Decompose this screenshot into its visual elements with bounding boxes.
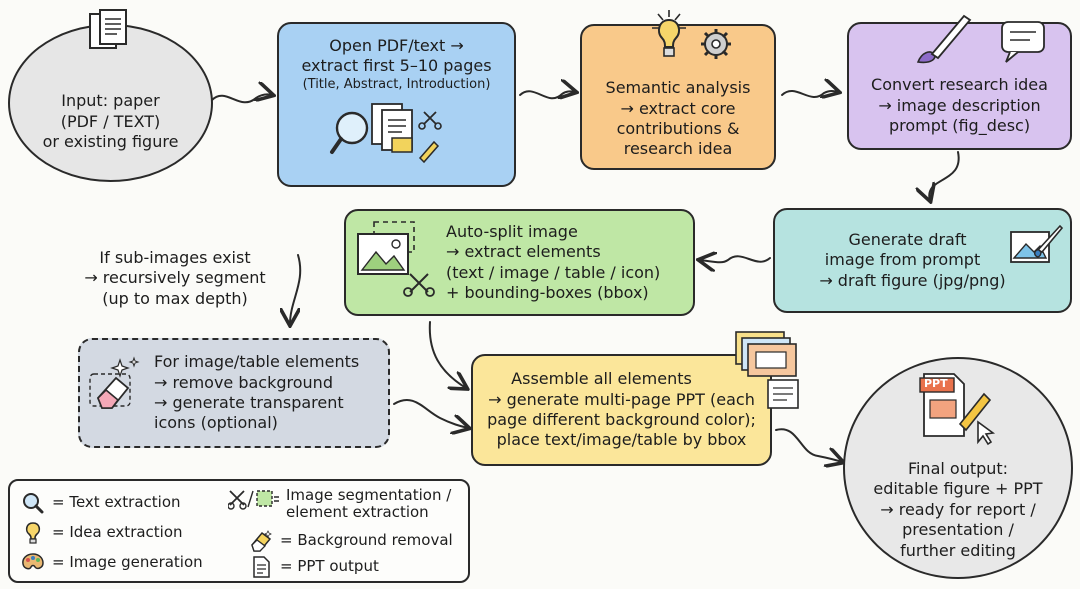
- subimages-line-2: → recursively segment: [84, 268, 266, 288]
- convert-line-1: Convert research idea: [871, 75, 1048, 95]
- brush-chat-icon: [916, 14, 1045, 64]
- arrow-generate-to-autosplit: [700, 256, 771, 262]
- assemble-line-1: Assemble all elements: [511, 369, 692, 389]
- autosplit-line-1: Auto-split image: [446, 221, 578, 241]
- magnifier-icon: [23, 493, 44, 514]
- semantic-line-4: research idea: [623, 139, 733, 159]
- input-line-1: Input: paper: [61, 91, 160, 111]
- input-line-3: or existing figure: [42, 132, 179, 152]
- removebg-line-3: → generate transparent: [154, 393, 344, 412]
- convert-line-2: → image description: [878, 95, 1041, 115]
- legend-label-segmentation-line-2: element extraction: [286, 503, 429, 522]
- legend-item-image-segmentation: Image segmentation / element extraction: [228, 486, 452, 522]
- subimages-line-1: If sub-images exist: [99, 248, 251, 267]
- magnifier-pages-icon: [330, 103, 442, 164]
- assemble-line-4: place text/image/table by bbox: [496, 430, 747, 450]
- ppt-file-icon: PPT: [918, 370, 1006, 446]
- remove-background-node: For image/table elements → remove backgr…: [78, 338, 390, 448]
- open-pdf-subtitle: (Title, Abstract, Introduction): [302, 76, 491, 92]
- picture-brush-icon: [1010, 224, 1064, 263]
- legend-label-idea-extraction: = Idea extraction: [52, 523, 183, 542]
- removebg-line-2: → remove background: [154, 372, 333, 392]
- open-pdf-line-1: Open PDF/text →: [329, 36, 464, 55]
- assemble-line-2: → generate multi-page PPT (each: [488, 389, 755, 409]
- scissors-frame-icon: [228, 490, 279, 510]
- eraser-icon: [251, 530, 272, 552]
- legend-label-text-extraction: = Text extraction: [52, 493, 181, 512]
- legend-item-background-removal: = Background removal: [248, 529, 453, 553]
- subimages-line-3: (up to max depth): [102, 288, 248, 308]
- generate-line-3: → draft figure (jpg/png): [819, 270, 1006, 290]
- legend-label-segmentation-line-1: Image segmentation /: [286, 486, 452, 504]
- lightbulb-gear-icon: [652, 10, 731, 59]
- document-stack-icon: [89, 9, 127, 49]
- autosplit-line-4: + bounding-boxes (bbox): [446, 282, 649, 302]
- open-pdf-line-2: extract first 5–10 pages: [301, 56, 492, 76]
- final-line-3: → ready for report /: [880, 499, 1036, 519]
- semantic-line-1: Semantic analysis: [605, 78, 751, 98]
- legend-label-image-segmentation: Image segmentation / element extraction: [286, 486, 452, 522]
- legend-item-ppt-output: = PPT output: [248, 555, 379, 579]
- legend-label-image-generation: = Image generation: [52, 553, 203, 572]
- legend-item-image-generation: = Image generation: [20, 551, 203, 575]
- subimages-note: If sub-images exist → recursively segmen…: [60, 248, 290, 309]
- legend-label-ppt-output: = PPT output: [280, 557, 379, 576]
- arrow-semantic-to-convert: [781, 91, 838, 97]
- lightbulb-icon: [25, 522, 41, 544]
- legend: = Text extraction = Idea extraction = Im…: [8, 479, 470, 583]
- final-line-4: presentation /: [902, 520, 1014, 540]
- final-line-1: Final output:: [907, 458, 1009, 478]
- assemble-line-3: page different background color);: [487, 410, 756, 429]
- generate-line-1: Generate draft: [848, 229, 967, 249]
- convert-line-3: prompt (fig_desc): [888, 116, 1031, 136]
- input-node: Input: paper (PDF / TEXT) or existing fi…: [8, 24, 213, 182]
- removebg-line-4: icons (optional): [154, 413, 278, 433]
- legend-label-background-removal: = Background removal: [280, 531, 453, 550]
- final-line-2: editable figure + PPT: [873, 479, 1043, 499]
- input-line-2: (PDF / TEXT): [60, 111, 161, 131]
- generate-line-2: image from prompt: [824, 250, 981, 270]
- arrow-convert-to-generate: [929, 151, 960, 200]
- semantic-line-3: contributions &: [616, 119, 740, 138]
- eraser-sparkle-icon: [89, 356, 140, 409]
- assemble-node: Assemble all elements → generate multi-p…: [471, 354, 772, 466]
- document-icon: [253, 556, 270, 578]
- arrow-assemble-to-final: [775, 428, 842, 462]
- ppt-label: PPT: [924, 377, 948, 390]
- arrow-subimages-down: [290, 254, 302, 324]
- final-output-node: Final output: editable figure + PPT → re…: [843, 357, 1073, 579]
- autosplit-line-3: (text / image / table / icon): [446, 262, 661, 282]
- autosplit-line-2: → extract elements: [446, 242, 601, 262]
- arrow-input-to-open: [211, 94, 272, 104]
- arrow-open-to-semantic: [519, 91, 575, 98]
- removebg-line-1: For image/table elements: [154, 352, 360, 372]
- slides-stack-icon: [735, 331, 799, 409]
- semantic-line-2: → extract core: [620, 98, 736, 118]
- image-scissors-icon: [357, 221, 435, 297]
- arrow-autosplit-to-assemble: [428, 321, 466, 388]
- palette-icon: [22, 553, 44, 570]
- legend-item-text-extraction: = Text extraction: [20, 491, 181, 515]
- final-line-5: further editing: [900, 540, 1016, 560]
- legend-item-idea-extraction: = Idea extraction: [20, 521, 183, 545]
- arrow-removebg-to-assemble: [393, 399, 468, 428]
